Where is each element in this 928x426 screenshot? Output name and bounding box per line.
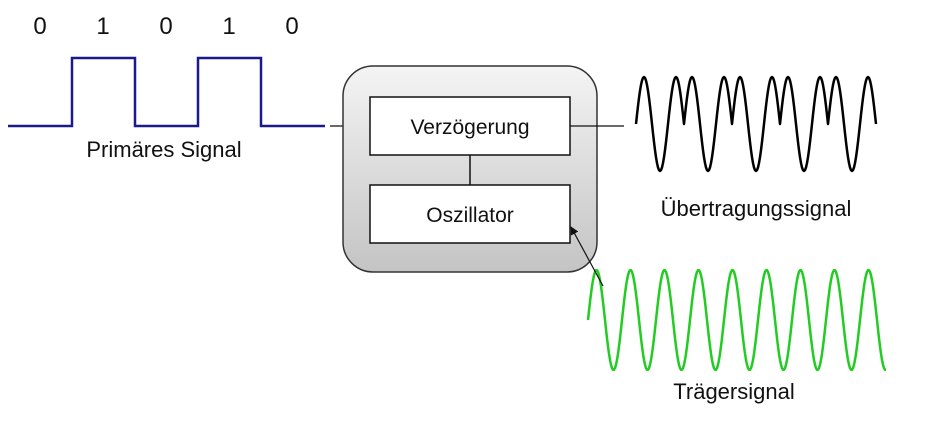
- bit-label: 0: [33, 13, 46, 40]
- transmission-signal-label: Übertragungssignal: [661, 196, 852, 221]
- carrier-signal-label: Trägersignal: [673, 379, 794, 404]
- delay-block: [369, 96, 571, 156]
- bit-label: 1: [222, 13, 235, 40]
- delay-block-label: Verzögerung: [410, 116, 529, 139]
- bit-label: 0: [159, 13, 172, 40]
- carrier-signal-waveform: [586, 268, 887, 372]
- transmission-signal-waveform: [634, 75, 878, 173]
- oscillator-block-label: Oszillator: [426, 204, 514, 227]
- oscillator-block: [369, 184, 571, 244]
- bit-label: 0: [285, 13, 298, 40]
- bit-label: 1: [96, 13, 109, 40]
- bit-labels: 0 1 0 1 0: [33, 13, 298, 40]
- primary-signal-waveform: [8, 56, 325, 128]
- carrier-arrow: [570, 226, 604, 287]
- primary-signal-label: Primäres Signal: [86, 137, 241, 162]
